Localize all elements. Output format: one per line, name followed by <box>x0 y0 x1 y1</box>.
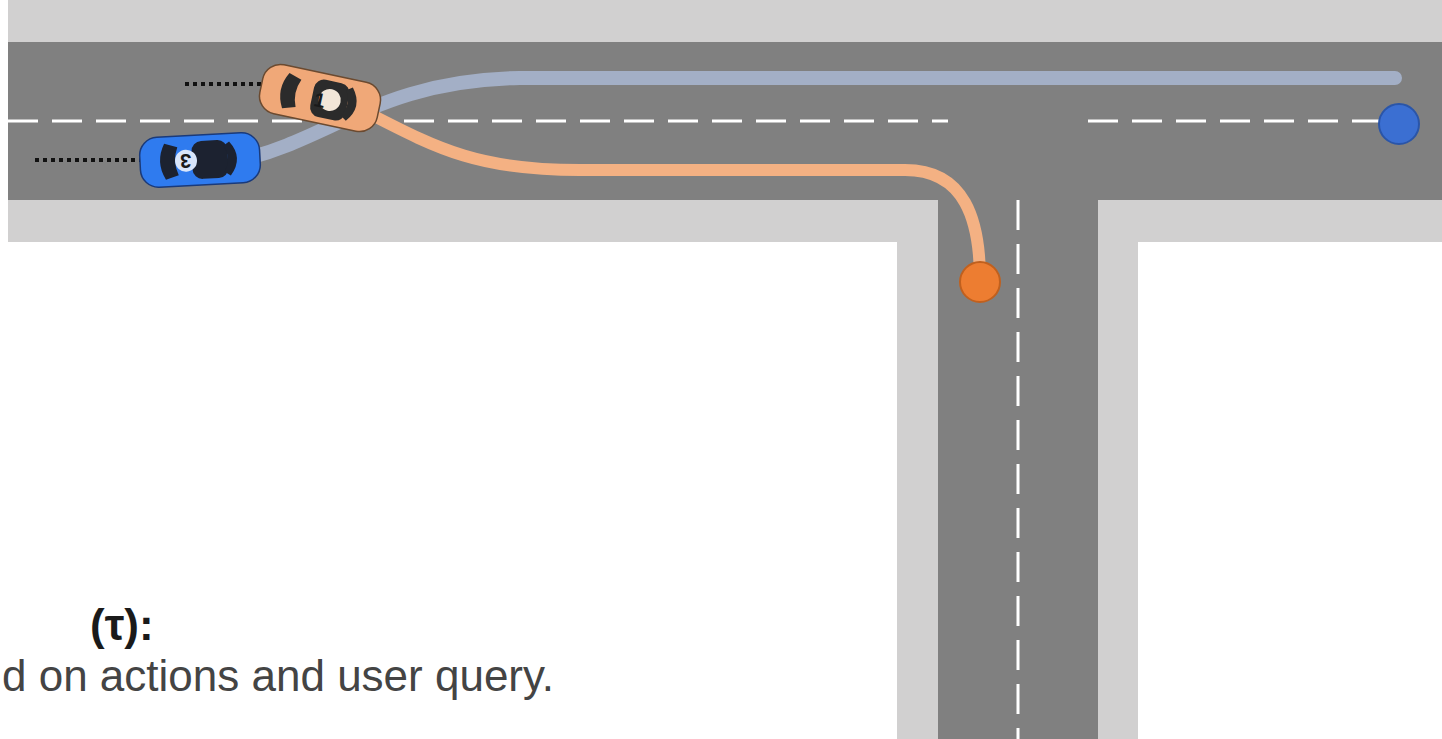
sidewalk <box>8 200 898 242</box>
road <box>938 198 1098 739</box>
sidewalk <box>1098 200 1138 739</box>
heading-text: (τ): <box>90 603 154 647</box>
lane-marking <box>8 120 948 123</box>
blue-goal <box>1379 104 1419 144</box>
sidewalk <box>8 0 1442 42</box>
orange-trajectory <box>370 114 980 280</box>
body-text: d on actions and user query. <box>2 654 554 698</box>
motion-line <box>185 82 262 86</box>
blue-car <box>139 132 261 188</box>
orange-car <box>256 61 384 135</box>
road <box>8 42 1442 200</box>
motion-line <box>35 158 140 162</box>
sidewalk <box>1138 200 1442 242</box>
sidewalk <box>897 200 938 739</box>
lane-marking <box>1088 120 1380 123</box>
callout-number: 3 <box>180 151 191 171</box>
orange-goal <box>960 262 1000 302</box>
blue-trajectory <box>240 78 1395 160</box>
lane-marking <box>1017 200 1020 739</box>
